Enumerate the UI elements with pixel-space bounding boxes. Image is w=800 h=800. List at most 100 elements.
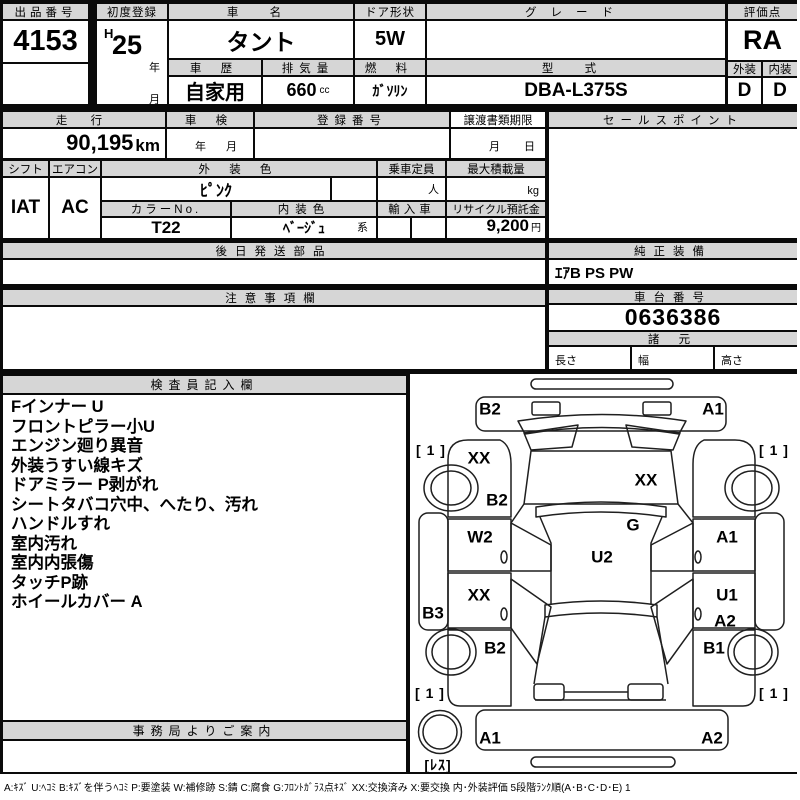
- inspection-note-line: 室内汚れ: [11, 534, 77, 553]
- panel-front-right: [651, 523, 693, 571]
- roof-sides: [540, 517, 662, 605]
- wheel-rear-left: [426, 629, 476, 675]
- office-info-header: 事務局よりご案内: [3, 722, 406, 739]
- wheel-front-left: [424, 465, 478, 511]
- interior-grade-header: 内装: [763, 62, 797, 76]
- auction-no-header: 出品番号: [3, 4, 88, 19]
- inspection-note-line: Fインナー U: [11, 398, 104, 416]
- transfer-month-suffix: 月: [489, 141, 500, 153]
- chassis-no-header: 車台番号: [549, 290, 797, 303]
- era-code: H: [104, 26, 114, 41]
- cowl-band: [536, 502, 666, 517]
- sales-point-header: セールスポイント: [549, 112, 797, 127]
- inspection-month-suffix: 月: [226, 141, 237, 153]
- recycle-deposit-header: リサイクル預託金: [447, 202, 545, 216]
- office-info-value: [3, 741, 406, 772]
- car-name-value: タント: [169, 21, 353, 58]
- spec-height-cell: 高さ: [715, 347, 797, 369]
- headlight-right: [643, 402, 671, 415]
- model-code-header: 型 式: [427, 60, 725, 75]
- car-history-header: 車 歴: [169, 60, 261, 75]
- handle-front-left: [501, 551, 507, 563]
- score-header: 評価点: [728, 4, 797, 19]
- diagram-label: [ 1 ]: [415, 685, 445, 701]
- inspector-notes-header: 検査員記入欄: [3, 376, 406, 393]
- front-fender-left: [448, 440, 511, 517]
- recycle-fee-unit: 円: [531, 223, 541, 234]
- capacity-header: 乗車定員: [378, 161, 445, 176]
- diagram-label: B2: [486, 490, 508, 510]
- diagram-label: XX: [467, 448, 491, 468]
- handle-front-right: [695, 551, 701, 563]
- quarter-panel-left: [448, 630, 511, 706]
- fuel-header: 燃 料: [355, 60, 425, 75]
- registration-no-header: 登録番号: [255, 112, 449, 127]
- panel-rear-left: [511, 579, 551, 664]
- exterior-color-extra-cell: [332, 178, 376, 200]
- specs-header: 諸 元: [549, 332, 797, 345]
- handle-rear-right: [695, 608, 701, 620]
- import-cell-left: [378, 218, 410, 238]
- transfer-deadline-header: 譲渡書類期限: [451, 112, 545, 127]
- inspection-expiry-value: 年 月: [167, 129, 253, 158]
- car-outline-drawing: [410, 374, 797, 772]
- door-shape-header: ドア形状: [355, 4, 425, 19]
- auction-no-extra-cell: [3, 64, 88, 104]
- grade-header: グレード: [427, 4, 725, 19]
- inspection-note-line: タッチP跡: [11, 573, 89, 592]
- shift-header: シフト: [3, 161, 48, 176]
- legend-text: A:ｷｽﾞ U:ﾍｺﾐ B:ｷｽﾞを伴うﾍｺﾐ P:要塗装 W:補修跡 S:錆 …: [4, 783, 631, 794]
- displacement-number: 660: [286, 80, 317, 100]
- spec-length-cell: 長さ: [549, 347, 630, 369]
- inspection-note-line: フロントピラー小U: [11, 417, 155, 436]
- first-registration-cell: H 25 年 月: [97, 21, 167, 104]
- panel-front-left: [511, 523, 551, 571]
- inspection-note-line: 室内内張傷: [11, 554, 94, 572]
- sales-point-value: [549, 129, 797, 238]
- year-suffix: 年: [149, 62, 160, 74]
- front-top-bar: [531, 379, 673, 389]
- inspection-note-line: ハンドルすれ: [11, 515, 110, 533]
- first-reg-year: 25: [112, 30, 143, 60]
- inspection-note-line: ホイールカバー A: [11, 593, 143, 611]
- spec-length-label: 長さ: [555, 355, 577, 367]
- inspection-year-suffix: 年: [195, 141, 206, 153]
- inspection-expiry-header: 車 検: [167, 112, 253, 127]
- interior-color-value: ﾍﾞｰｼﾞｭ 系: [232, 218, 376, 238]
- max-load-header: 最大積載量: [447, 161, 545, 176]
- max-load-unit: kg: [527, 185, 539, 197]
- auction-no-value: 4153: [3, 21, 88, 62]
- diagram-label: G: [626, 515, 640, 535]
- transfer-day-suffix: 日: [524, 141, 535, 153]
- score-value: RA: [728, 21, 797, 60]
- caution-header: 注意事項欄: [3, 290, 545, 305]
- inspection-note-line: ドアミラー P剥がれ: [11, 476, 159, 494]
- diagram-label: B1: [703, 638, 725, 658]
- grade-value: [427, 21, 725, 58]
- inspection-note-line: シートタバコ穴中、へたり、汚れ: [11, 495, 258, 514]
- car-history-value: 自家用: [169, 77, 261, 104]
- wheel-front-right: [725, 465, 779, 511]
- interior-color-name: ﾍﾞｰｼﾞｭ: [283, 220, 325, 236]
- equipment-value: ｴｱB PS PW: [549, 260, 797, 284]
- interior-grade-value: D: [763, 78, 797, 104]
- diagram-label: A2: [714, 611, 736, 631]
- interior-color-suffix: 系: [357, 222, 368, 234]
- front-bumper: [476, 397, 726, 431]
- diagram-label: W2: [467, 527, 493, 547]
- exterior-color-header: 外 装 色: [102, 161, 376, 176]
- interior-color-header: 内装色: [232, 202, 376, 216]
- import-cell-right: [412, 218, 445, 238]
- mileage-number: 90,195: [66, 130, 134, 155]
- mileage-unit: km: [135, 136, 160, 155]
- diagram-label: B3: [422, 603, 444, 623]
- door-shape-value: 5W: [355, 21, 425, 58]
- wiper-right: [626, 425, 680, 450]
- month-suffix: 月: [149, 94, 160, 104]
- spec-width-cell: 幅: [632, 347, 713, 369]
